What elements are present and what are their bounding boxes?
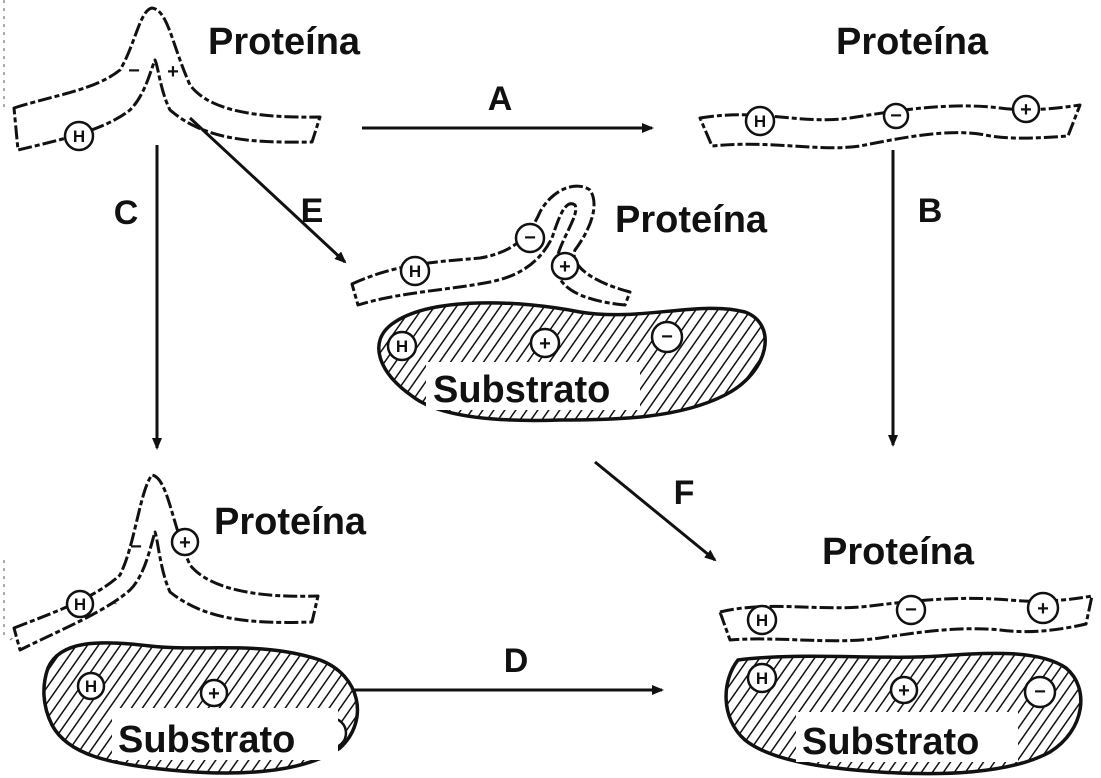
- hydrophobic-site-label: H: [73, 127, 85, 146]
- arrow-f: [595, 462, 715, 560]
- positive-charge-label: +: [179, 532, 191, 554]
- positive-charge-label: +: [1037, 598, 1049, 620]
- protein-substrate-bottom-right: H + − Substrato H − + Proteína: [720, 531, 1092, 774]
- protein-label-bottom-left: Proteína: [214, 501, 367, 543]
- negative-charge-label: −: [905, 599, 917, 621]
- protein-band: [352, 186, 630, 305]
- positive-charge-label: +: [1020, 99, 1032, 121]
- substrate-label-bottom-right: Substrato: [802, 721, 979, 763]
- negative-charge-label: −: [130, 536, 142, 558]
- protein-label-top-right: Proteína: [836, 21, 989, 63]
- hydrophobic-site-label: H: [74, 595, 86, 614]
- folded-protein-substrate-bottom-left: H + − Substrato H − + Proteína: [10, 475, 367, 773]
- positive-charge-label: +: [539, 333, 551, 355]
- hydrophobic-site-label: H: [756, 611, 768, 630]
- hydrophobic-site-label: H: [756, 669, 768, 688]
- negative-charge-label: −: [1034, 681, 1046, 703]
- hydrophobic-site-label: H: [396, 337, 408, 356]
- unfolded-protein-top-right: H − + Proteína: [700, 21, 1080, 148]
- positive-charge-label: +: [167, 61, 179, 83]
- negative-charge-label: −: [661, 326, 673, 348]
- positive-charge-label: +: [559, 256, 571, 278]
- arrow-e-label: E: [301, 192, 324, 230]
- folded-protein-top-left: H − + Proteína: [14, 8, 361, 150]
- positive-charge-label: +: [898, 680, 910, 702]
- arrow-d-label: D: [504, 642, 529, 680]
- hydrophobic-site-label: H: [409, 262, 421, 281]
- hydrophobic-site-label: H: [754, 112, 766, 131]
- protein-label-center: Proteína: [615, 199, 768, 241]
- arrow-c-label: C: [114, 194, 139, 232]
- negative-charge-label: −: [524, 227, 536, 249]
- negative-charge-label: −: [128, 60, 140, 82]
- protein-substrate-center: H + − Substrato H − + Proteína: [352, 186, 768, 420]
- arrow-a-label: A: [488, 80, 513, 118]
- arrow-f-label: F: [674, 474, 695, 512]
- negative-charge-label: −: [890, 105, 902, 127]
- hydrophobic-site-label: H: [85, 677, 97, 696]
- protein-label-bottom-right: Proteína: [822, 531, 975, 573]
- substrate-label-bottom-left: Substrato: [118, 719, 295, 761]
- positive-charge-label: +: [208, 683, 220, 705]
- protein-label-top-left: Proteína: [208, 21, 361, 63]
- arrow-b-label: B: [918, 192, 943, 230]
- substrate-label-center: Substrato: [433, 369, 610, 411]
